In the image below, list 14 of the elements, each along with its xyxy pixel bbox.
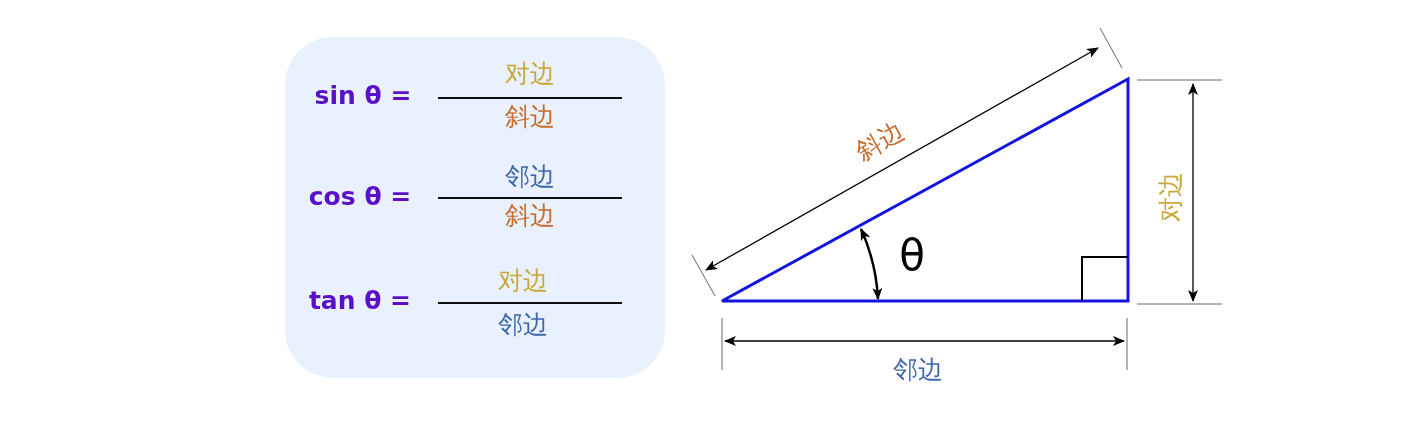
formula-card: [285, 37, 665, 378]
formula-label: cos θ =: [308, 183, 412, 209]
side-label: 邻边: [893, 356, 943, 382]
denominator: 邻边: [498, 311, 548, 337]
side-label: 对边: [1157, 172, 1183, 222]
side-label: 斜边: [852, 117, 908, 165]
numerator: 对边: [498, 267, 548, 293]
numerator: 邻边: [505, 163, 555, 189]
denominator: 斜边: [505, 103, 555, 129]
numerator: 对边: [505, 60, 555, 86]
formula-label: sin θ =: [314, 82, 412, 108]
angle-label: θ: [899, 235, 925, 277]
denominator: 斜边: [505, 202, 555, 228]
formula-label: tan θ =: [308, 287, 412, 313]
